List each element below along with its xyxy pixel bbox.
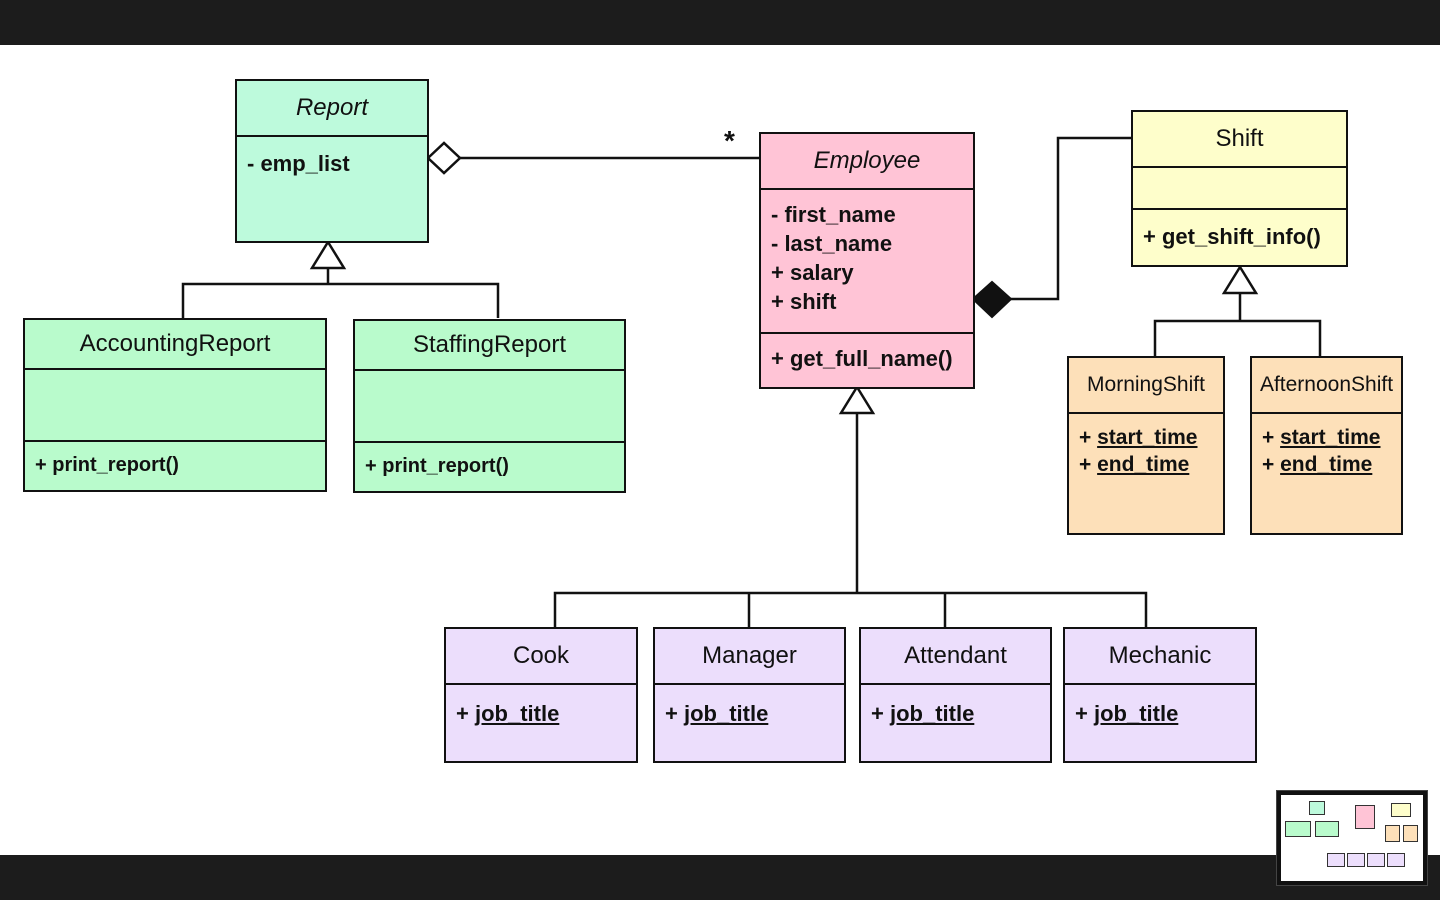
class-name: MorningShift (1069, 358, 1223, 414)
class-afternoon-shift[interactable]: AfternoonShift + start_time + end_time (1250, 356, 1403, 535)
class-manager[interactable]: Manager + job_title (653, 627, 846, 763)
attributes-section: + start_time + end_time (1069, 414, 1223, 533)
top-letterbox (0, 0, 1440, 45)
multiplicity-label: * (724, 125, 735, 156)
class-mechanic[interactable]: Mechanic + job_title (1063, 627, 1257, 763)
methods-section: + print_report() (355, 441, 624, 491)
attribute: + job_title (665, 701, 769, 726)
class-name: Attendant (861, 629, 1050, 685)
bottom-letterbox (0, 855, 1440, 900)
methods-section: + get_shift_info() (1133, 208, 1346, 265)
uml-diagram-canvas: * Report - emp_list AccountingReport + p… (0, 45, 1440, 855)
minimap-block (1347, 853, 1365, 867)
composition-diamond (971, 280, 1013, 319)
method: + print_report() (35, 454, 179, 476)
methods-section: + print_report() (25, 440, 325, 490)
report-generalization-line (181, 268, 500, 318)
minimap-navigator[interactable] (1276, 790, 1428, 886)
class-employee[interactable]: Employee - first_name - last_name + sala… (759, 132, 975, 389)
attributes-section (355, 371, 624, 441)
class-name: AccountingReport (25, 320, 325, 370)
attributes-section: - first_name - last_name + salary + shif… (761, 190, 973, 332)
attribute: + start_time (1079, 426, 1198, 449)
attributes-section: + job_title (861, 685, 1050, 761)
report-inheritance-arrow (309, 239, 347, 270)
class-name: AfternoonShift (1252, 358, 1401, 414)
employee-inheritance-arrow (838, 384, 876, 415)
minimap-block (1315, 821, 1339, 837)
aggregation-diamond (426, 141, 462, 175)
composition-line (1011, 136, 1131, 301)
attribute: + shift (771, 289, 837, 314)
minimap-block (1403, 825, 1418, 842)
relationship-lines (181, 136, 1322, 627)
class-report[interactable]: Report - emp_list (235, 79, 429, 243)
class-attendant[interactable]: Attendant + job_title (859, 627, 1052, 763)
attribute: + start_time (1262, 426, 1381, 449)
method: + get_shift_info() (1143, 224, 1321, 249)
attribute: + salary (771, 260, 854, 285)
minimap-block (1327, 853, 1345, 867)
attribute: + job_title (456, 701, 560, 726)
class-accounting-report[interactable]: AccountingReport + print_report() (23, 318, 327, 492)
employee-generalization-line (553, 413, 1148, 627)
minimap-block (1367, 853, 1385, 867)
attributes-section: + job_title (655, 685, 844, 761)
class-name: Employee (761, 134, 973, 190)
method: + get_full_name() (771, 346, 953, 371)
minimap-preview (1281, 795, 1423, 881)
attribute: - first_name (771, 202, 896, 227)
attribute: + job_title (1075, 701, 1179, 726)
method: + print_report() (365, 455, 509, 477)
attributes-section: + start_time + end_time (1252, 414, 1401, 533)
class-name: Mechanic (1065, 629, 1255, 685)
shift-generalization-line (1153, 293, 1322, 356)
class-staffing-report[interactable]: StaffingReport + print_report() (353, 319, 626, 493)
attributes-section: - emp_list (237, 137, 427, 241)
class-morning-shift[interactable]: MorningShift + start_time + end_time (1067, 356, 1225, 535)
minimap-block (1309, 801, 1325, 815)
minimap-block (1391, 803, 1411, 817)
class-name: Cook (446, 629, 636, 685)
attribute: + job_title (871, 701, 975, 726)
class-name: Manager (655, 629, 844, 685)
methods-section: + get_full_name() (761, 332, 973, 387)
class-name: Report (237, 81, 427, 137)
attributes-section (25, 370, 325, 440)
minimap-block (1385, 825, 1400, 842)
class-cook[interactable]: Cook + job_title (444, 627, 638, 763)
attribute: + end_time (1262, 453, 1373, 476)
attributes-section: + job_title (446, 685, 636, 761)
shift-inheritance-arrow (1221, 264, 1259, 295)
attribute: + end_time (1079, 453, 1190, 476)
minimap-block (1355, 805, 1375, 829)
minimap-block (1285, 821, 1311, 837)
attribute: - emp_list (247, 151, 350, 176)
class-name: StaffingReport (355, 321, 624, 371)
attributes-section (1133, 168, 1346, 208)
minimap-block (1387, 853, 1405, 867)
class-shift[interactable]: Shift + get_shift_info() (1131, 110, 1348, 267)
attribute: - last_name (771, 231, 893, 256)
class-name: Shift (1133, 112, 1346, 168)
attributes-section: + job_title (1065, 685, 1255, 761)
